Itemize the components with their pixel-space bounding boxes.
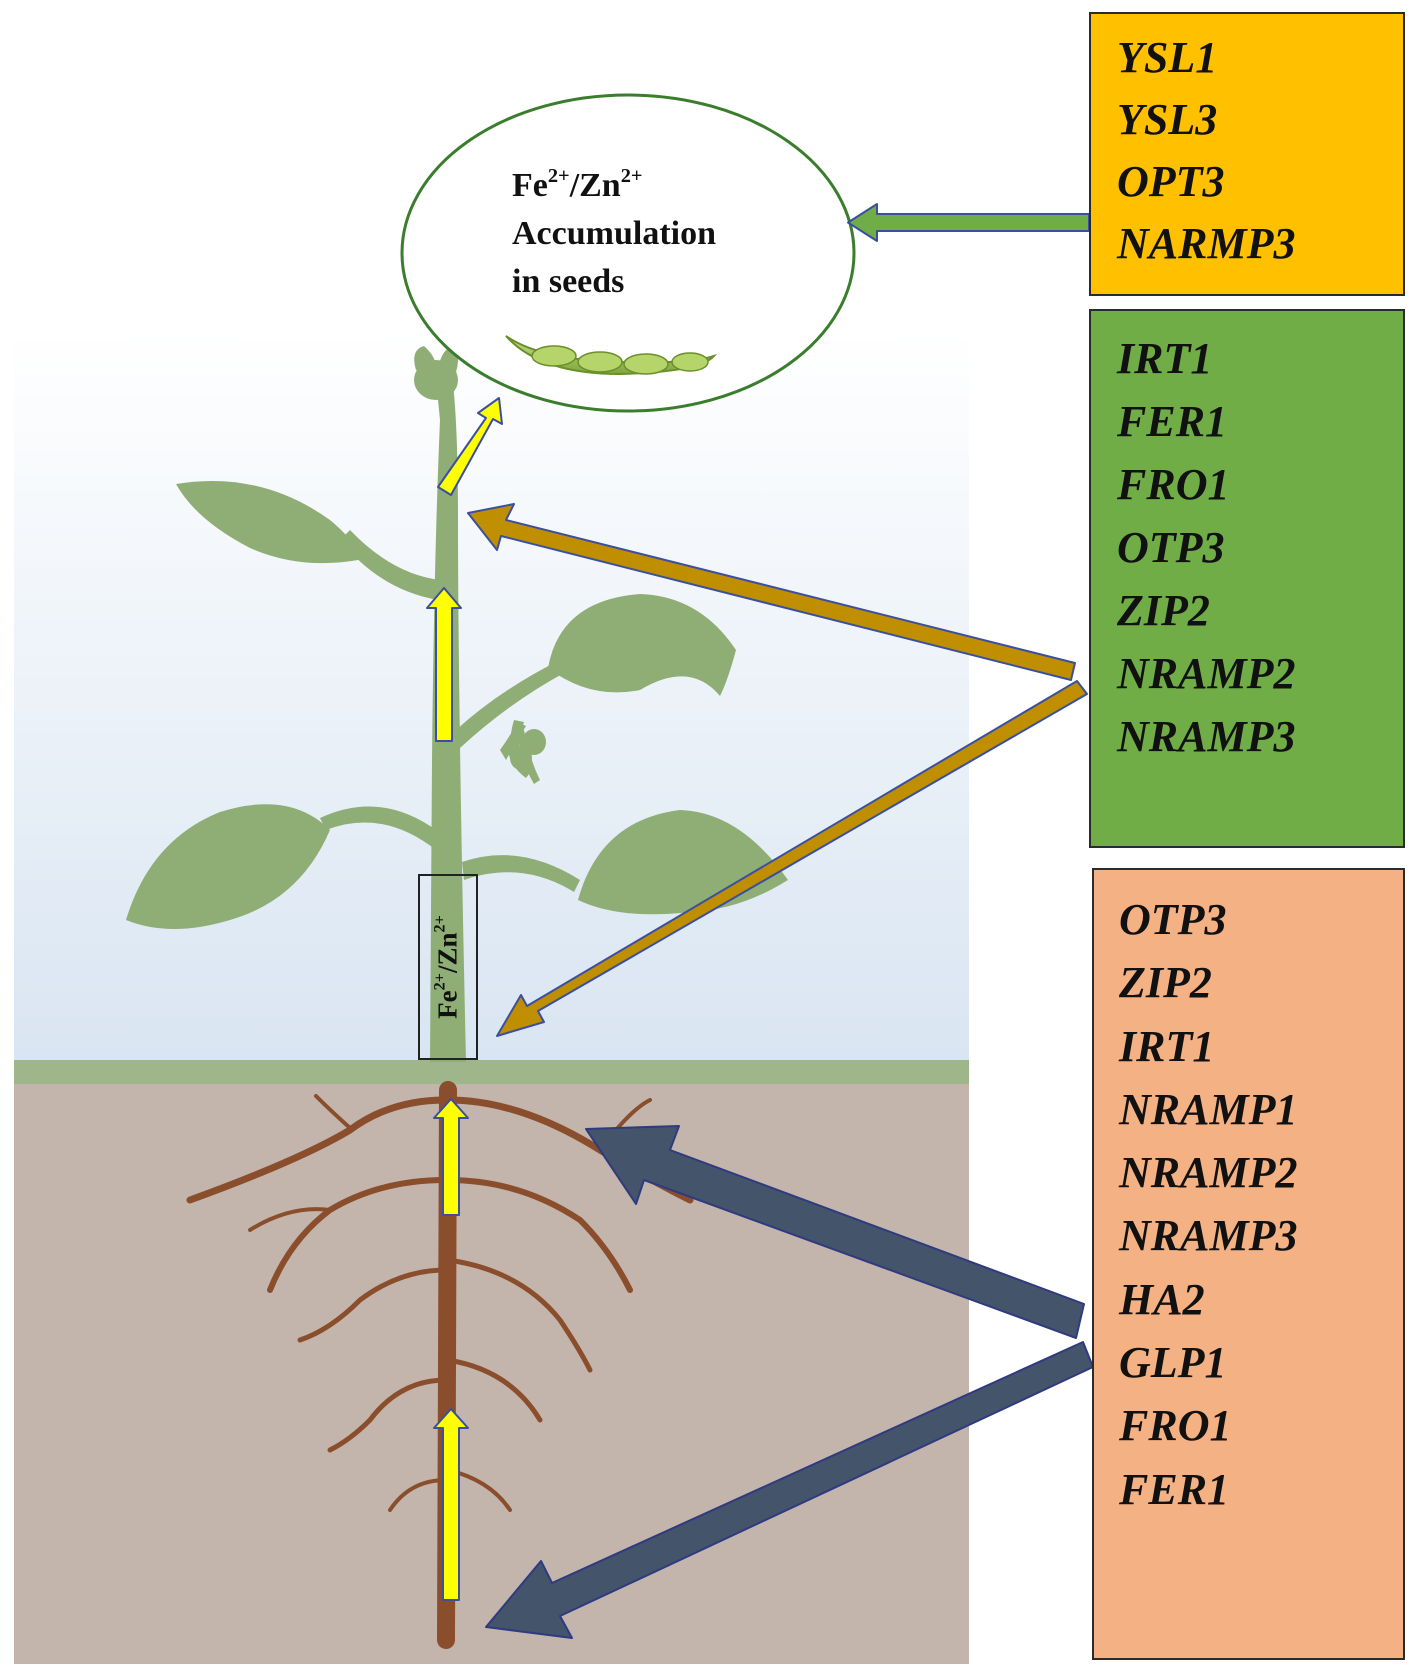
shoot-gene-arrows — [467, 503, 1088, 1037]
root-gene-arrows — [485, 1125, 1094, 1639]
gene-shoot-fer1: FER1 — [1117, 397, 1228, 446]
gene-shoot-irt1: IRT1 — [1117, 334, 1213, 383]
gene-shoot-zip2: ZIP2 — [1117, 586, 1210, 635]
transport-arrow-root-upper — [433, 1098, 469, 1216]
gene-root-glp1: GLP1 — [1119, 1338, 1227, 1388]
seed-pod-icon — [505, 335, 718, 376]
transport-arrow-to-seeds — [437, 397, 503, 496]
plant-shoot — [126, 346, 788, 1062]
seed-gene-arrow — [847, 203, 1090, 242]
gene-seeds-narmp3: NARMP3 — [1117, 219, 1296, 268]
gene-seeds-opt3: OPT3 — [1117, 157, 1225, 206]
ground-line — [14, 1060, 969, 1084]
gene-root-ha2: HA2 — [1119, 1274, 1205, 1324]
gene-shoot-otp3: OTP3 — [1117, 523, 1225, 572]
seed-bubble-ion-label: Fe2+/Zn2+ — [512, 164, 643, 204]
root-arrow-to-root-tip — [485, 1341, 1094, 1639]
seed-bubble-in-seeds-label: in seeds — [512, 263, 625, 300]
gene-seeds-ysl3: YSL3 — [1117, 95, 1218, 144]
stem-ion-label: Fe2+/Zn2+ — [430, 915, 463, 1019]
gene-root-fro1: FRO1 — [1119, 1401, 1232, 1451]
root-arrow-to-upper-root — [585, 1125, 1085, 1339]
gene-shoot-fro1: FRO1 — [1117, 460, 1230, 509]
transport-arrow-stem — [426, 587, 462, 742]
shoot-arrow-to-stem-base — [496, 680, 1088, 1037]
seed-accumulation-bubble — [400, 93, 856, 413]
shoot-arrow-to-stem-top — [467, 503, 1076, 681]
gene-root-nramp1: NRAMP1 — [1119, 1084, 1298, 1134]
gene-root-zip2: ZIP2 — [1119, 958, 1212, 1008]
gene-seeds-ysl1: YSL1 — [1117, 33, 1218, 82]
transport-arrows — [426, 397, 503, 1601]
stem-ion-box — [418, 874, 478, 1060]
sky-background — [14, 330, 969, 1060]
gene-root-irt1: IRT1 — [1119, 1021, 1215, 1071]
gene-shoot-nramp2: NRAMP2 — [1117, 649, 1296, 698]
gene-shoot-nramp3: NRAMP3 — [1117, 712, 1296, 761]
gene-root-fer1: FER1 — [1119, 1464, 1230, 1514]
transport-arrow-root-lower — [433, 1408, 469, 1601]
gene-root-otp3: OTP3 — [1119, 895, 1227, 944]
gene-root-nramp2: NRAMP2 — [1119, 1148, 1298, 1198]
seed-bubble-accumulation-label: Accumulation — [512, 215, 716, 252]
gene-root-nramp3: NRAMP3 — [1119, 1211, 1298, 1261]
